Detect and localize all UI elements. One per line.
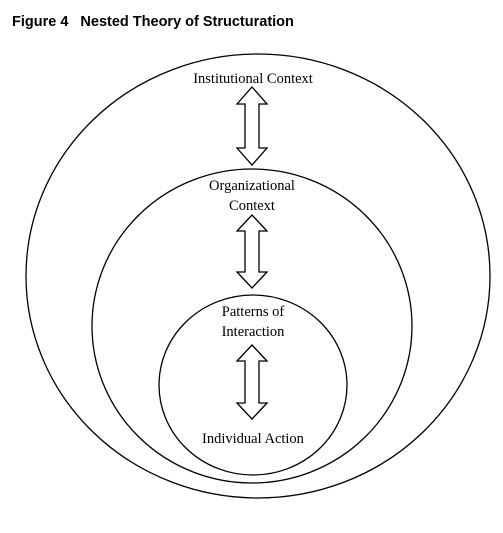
figure-number: Figure 4 [12, 14, 69, 30]
organizational-context-label-line2: Context [229, 198, 275, 214]
institutional-context-label: Institutional Context [193, 71, 313, 87]
patterns-of-interaction-label-line2: Interaction [222, 324, 286, 340]
double-headed-arrow-icon [235, 344, 269, 420]
institutional-context-circle [25, 53, 491, 499]
double-headed-arrow-icon [235, 86, 269, 166]
organizational-context-circle [91, 168, 413, 484]
figure-name: Nested Theory of Structuration [80, 14, 294, 30]
patterns-of-interaction-circle [158, 294, 348, 476]
organizational-context-label-line1: Organizational [209, 178, 295, 194]
patterns-of-interaction-label-line1: Patterns of [222, 304, 285, 320]
individual-action-label: Individual Action [202, 431, 305, 447]
double-headed-arrow-icon [235, 214, 269, 289]
figure-title: Figure 4 Nested Theory of Structuration [12, 14, 294, 30]
